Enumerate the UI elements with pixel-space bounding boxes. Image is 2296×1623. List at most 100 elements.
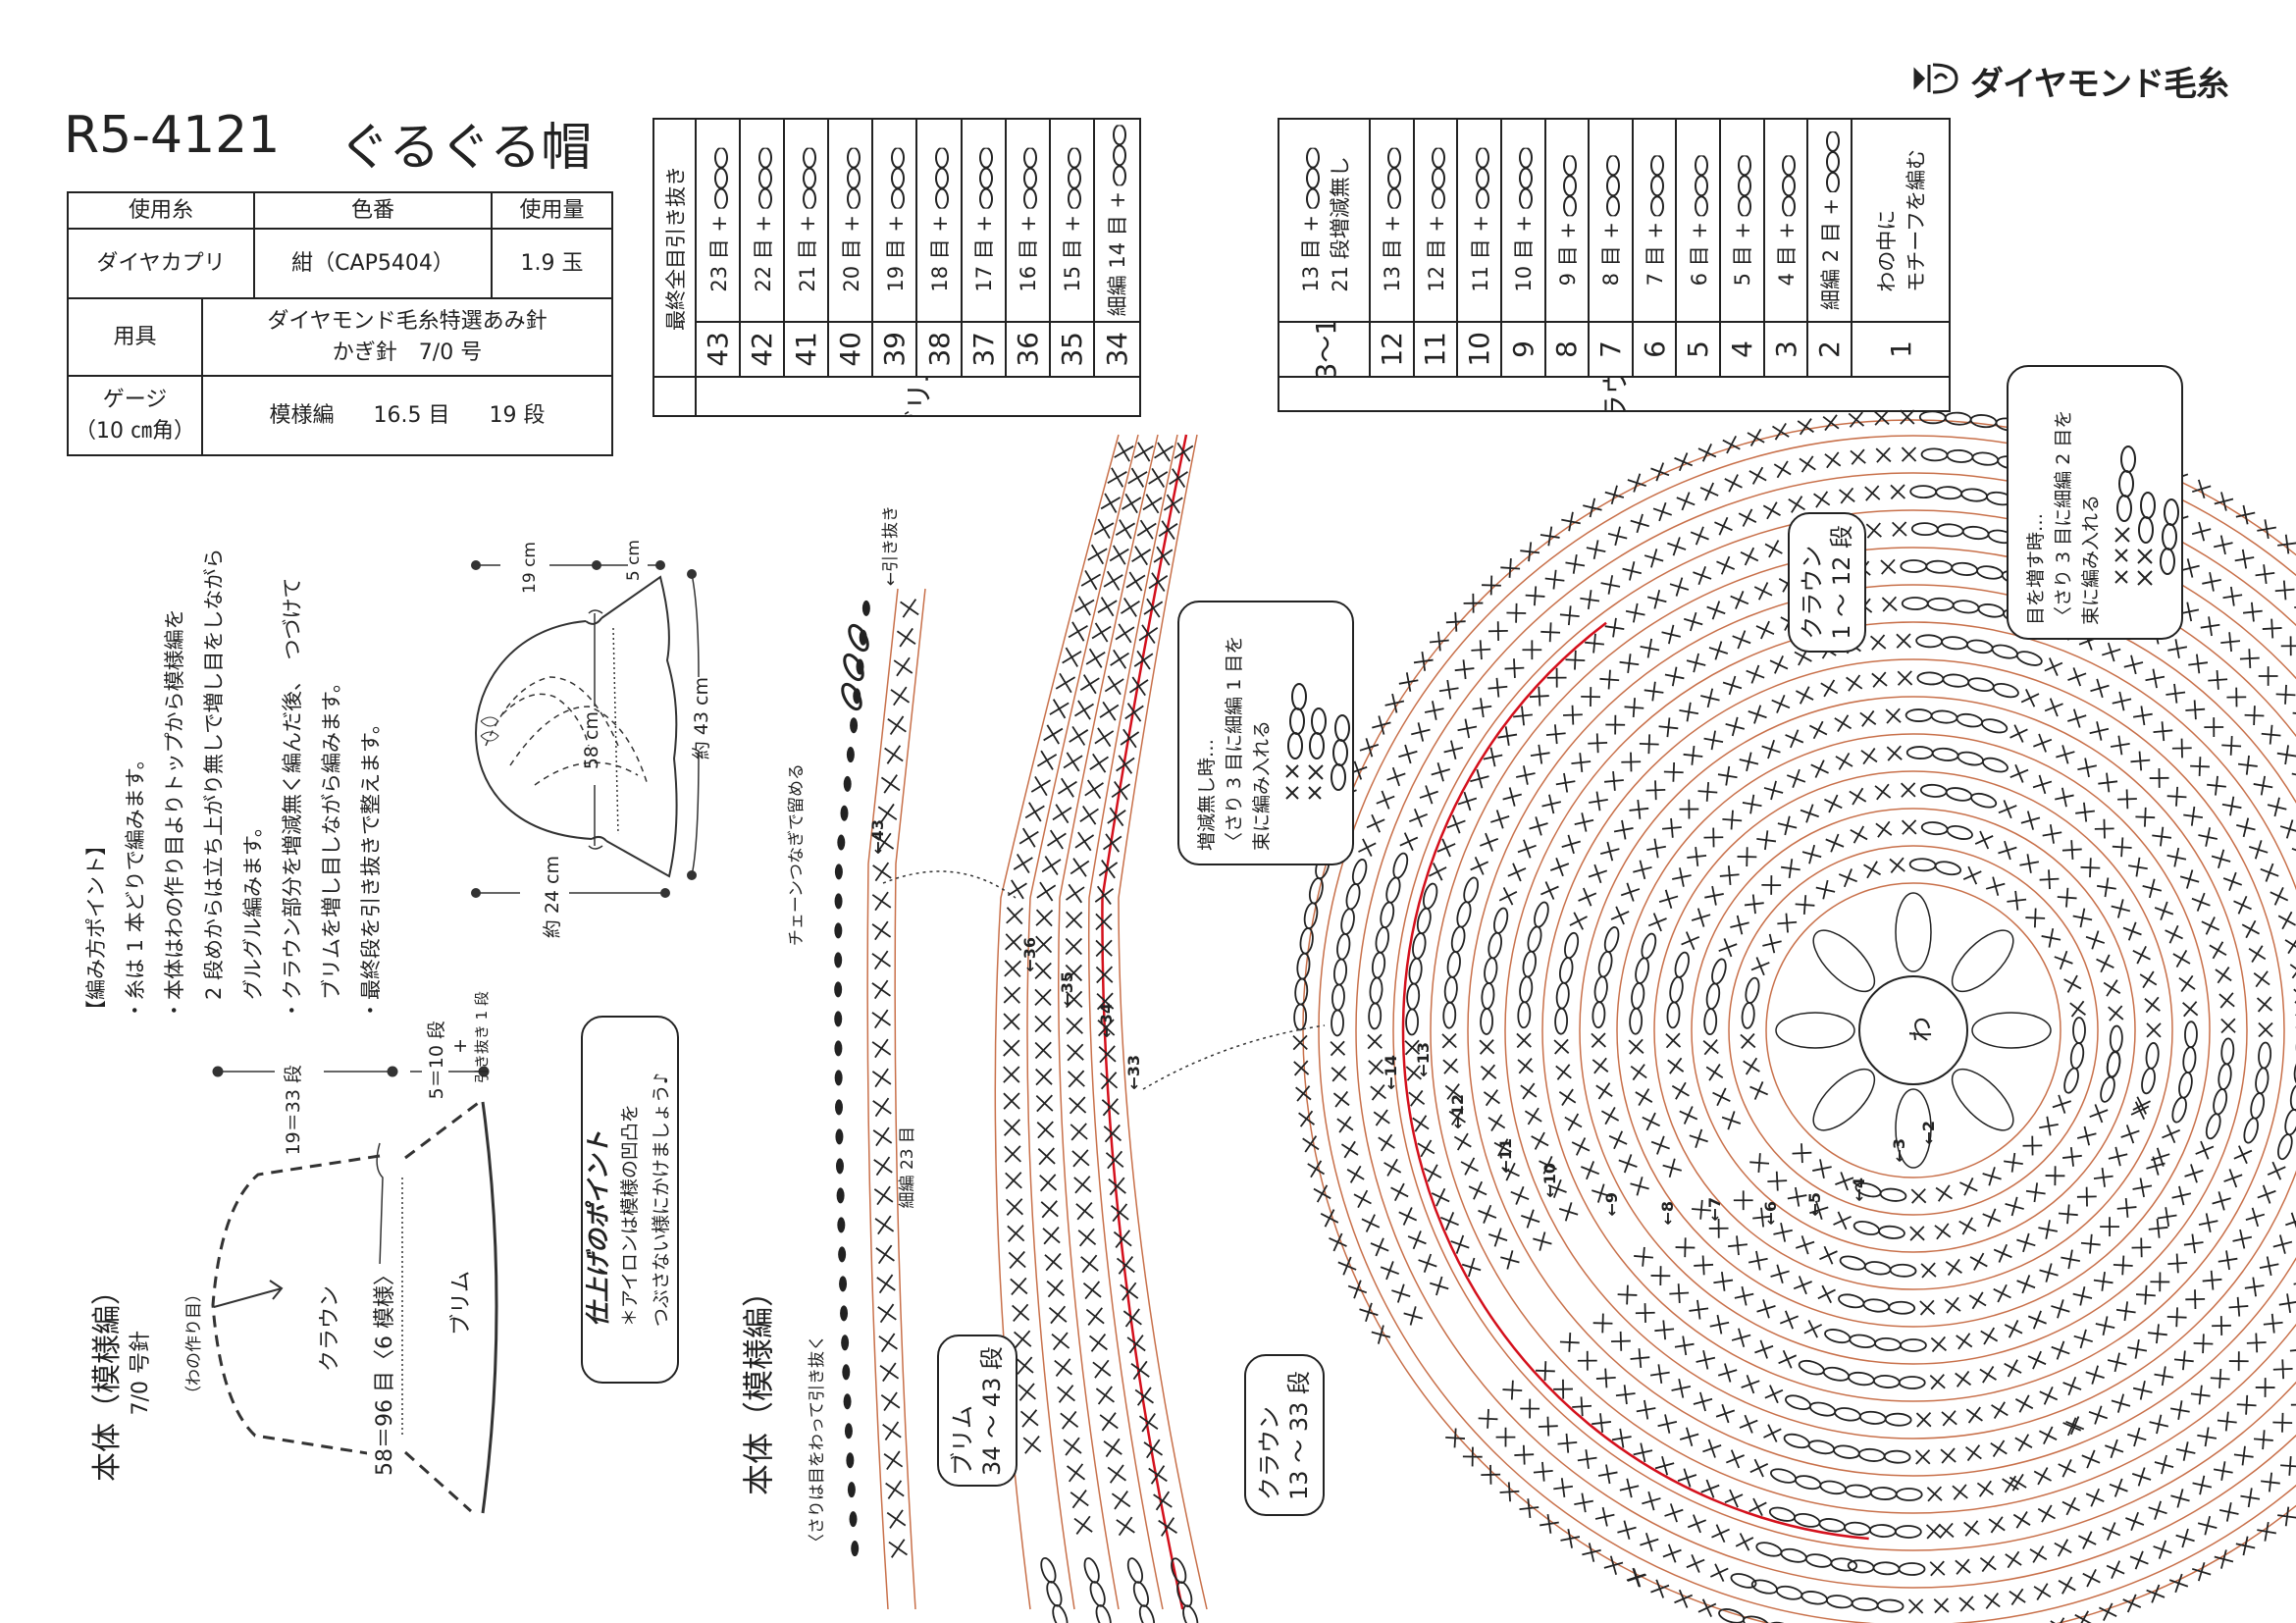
- single-crochet-mark: [2211, 849, 2231, 869]
- single-crochet-mark: [2235, 504, 2256, 525]
- chain-stitch-mark: [1981, 718, 2009, 734]
- single-crochet-mark: [1516, 765, 1536, 785]
- single-crochet-mark: [2202, 571, 2221, 592]
- chain-stitch-mark: [1412, 932, 1427, 960]
- chain-stitch-mark: [1915, 634, 1944, 649]
- single-crochet-mark: [2182, 1001, 2199, 1018]
- single-crochet-mark: [1125, 571, 1146, 592]
- single-crochet-mark: [1875, 446, 1892, 463]
- single-crochet-mark: [1693, 1391, 1713, 1412]
- schematic-title: 本体（模様編）: [90, 1276, 125, 1482]
- single-crochet-mark: [1034, 988, 1052, 1007]
- single-crochet-mark: [2009, 1588, 2026, 1606]
- stitch-count: 12 目 +: [1424, 215, 1448, 292]
- single-crochet-mark: [1767, 1171, 1788, 1191]
- chart-sc-count: 細編 23 目: [898, 1126, 917, 1209]
- single-crochet-mark: [1502, 787, 1522, 807]
- single-crochet-mark: [1143, 1439, 1164, 1459]
- single-crochet-mark: [888, 1539, 908, 1558]
- single-crochet-mark: [1933, 1597, 1950, 1614]
- brim-row-stitches: 15 目 +: [1050, 120, 1095, 323]
- chain-stitch-mark: [1443, 975, 1458, 1004]
- single-crochet-mark: [2207, 775, 2226, 796]
- chain-stitch-mark: [1481, 982, 1495, 1010]
- stitch-count: 7 目 +: [1644, 221, 1668, 287]
- single-crochet-mark: [1121, 597, 1140, 617]
- single-crochet-mark: [1544, 569, 1565, 590]
- crown-row-stitches: 7 目 +: [1633, 120, 1678, 323]
- single-crochet-mark: [2025, 1182, 2046, 1203]
- single-crochet-mark: [2149, 1414, 2169, 1435]
- single-crochet-mark: [2005, 1550, 2022, 1569]
- single-crochet-mark: [1108, 1177, 1126, 1196]
- single-crochet-mark: [1450, 1234, 1470, 1254]
- chain-stitch-mark: [1522, 950, 1537, 978]
- single-crochet-mark: [1820, 679, 1839, 698]
- single-crochet-mark: [896, 627, 916, 648]
- final-row-guide: [894, 588, 926, 1610]
- brim-row-stitches: 17 目 +: [962, 120, 1007, 323]
- single-crochet-mark: [2111, 899, 2131, 918]
- single-crochet-mark: [2291, 765, 2296, 786]
- chain-stitch-mark: [1517, 1001, 1532, 1029]
- single-crochet-mark: [1708, 641, 1729, 660]
- single-crochet-mark: [2016, 1232, 2036, 1253]
- row-number: 37: [966, 332, 1000, 367]
- chain-stitch-mark: [841, 682, 862, 711]
- single-crochet-mark: [2290, 1394, 2296, 1415]
- row-number: 42: [746, 332, 779, 367]
- chain-stitch-mark: [2220, 1037, 2235, 1066]
- no-change-note-box: 増減無し時…〈さり 3 目に細編 1 目を束に編み入れる: [1177, 601, 1354, 865]
- single-crochet-mark: [2115, 1301, 2136, 1322]
- chain-stitch-mark: [1908, 858, 1937, 872]
- single-crochet-mark: [1718, 938, 1738, 958]
- single-crochet-mark: [1748, 466, 1767, 485]
- single-crochet-mark: [1370, 1237, 1389, 1257]
- single-crochet-mark: [1679, 1427, 1699, 1446]
- slip-stitch-mark: [861, 600, 870, 616]
- row-marker: ←36: [1020, 937, 1039, 972]
- crown-row-number: 12: [1371, 323, 1415, 378]
- single-crochet-mark: [2027, 1310, 2047, 1330]
- single-crochet-mark: [1772, 422, 1790, 441]
- single-crochet-mark: [1386, 766, 1406, 787]
- single-crochet-mark: [890, 686, 911, 707]
- single-crochet-mark: [2014, 1394, 2034, 1413]
- single-crochet-mark: [1715, 1403, 1736, 1424]
- chain-stitch-mark: [1863, 1261, 1892, 1276]
- single-crochet-mark: [1581, 687, 1601, 707]
- single-crochet-mark: [2192, 1475, 2213, 1495]
- single-crochet-mark: [1649, 1364, 1670, 1385]
- single-crochet-mark: [2107, 1352, 2127, 1373]
- chain-stitch-mark: [1336, 932, 1351, 961]
- chain-stitch-mark: [1966, 639, 1994, 654]
- single-crochet-mark: [1481, 1464, 1501, 1485]
- single-crochet-mark: [1070, 858, 1090, 877]
- chain-stitch-mark: [1845, 1484, 1872, 1498]
- single-crochet-mark: [2069, 1000, 2086, 1018]
- crown-outer-line-2: 13 ～ 33 段: [1285, 1370, 1313, 1500]
- chain-stitch-mark: [1898, 1376, 1926, 1389]
- slip-stitch-mark: [834, 922, 843, 939]
- chain-stitch-mark: [1879, 1187, 1907, 1202]
- single-crochet-mark: [1702, 1439, 1722, 1458]
- single-crochet-mark: [1926, 1486, 1943, 1502]
- no-change-rows: 21 段増減無し: [1328, 156, 1352, 292]
- chain-stitch-mark: [1703, 1008, 1718, 1036]
- single-crochet-mark: [1006, 1198, 1023, 1216]
- chain-stitch-mark: [1463, 876, 1479, 904]
- crown-row-number: 2: [1808, 323, 1852, 378]
- final-row-cell: 最終全目引き抜き: [654, 120, 697, 378]
- single-crochet-mark: [1630, 1064, 1647, 1081]
- single-crochet-mark: [1510, 1185, 1530, 1205]
- chain-stitch-mark: [1741, 1002, 1755, 1029]
- single-crochet-mark: [1037, 1147, 1056, 1166]
- single-crochet-mark: [2277, 534, 2296, 554]
- single-crochet-mark: [2039, 1263, 2059, 1283]
- single-crochet-mark: [1513, 706, 1533, 726]
- single-crochet-mark: [1650, 1135, 1670, 1155]
- single-crochet-mark: [2145, 668, 2166, 689]
- single-crochet-mark: [1969, 1252, 1988, 1271]
- motif-petal: [1951, 929, 2014, 993]
- single-crochet-mark: [2284, 936, 2296, 955]
